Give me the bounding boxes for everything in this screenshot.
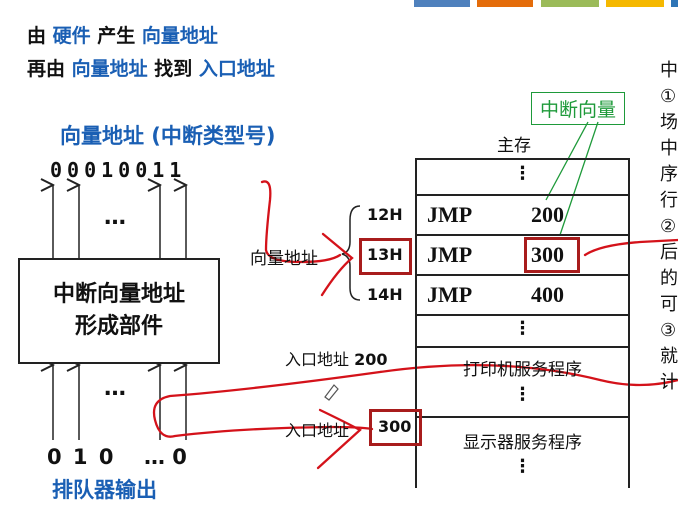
cutoff-char: ② <box>660 216 677 237</box>
memory-dots-2: ⋮ <box>513 318 532 339</box>
top-tab-2[interactable] <box>477 0 533 7</box>
entry-300-highlight <box>369 409 422 446</box>
cutoff-char: 中 <box>660 138 678 159</box>
vector-brace-label: 向量地址 <box>250 249 318 269</box>
cutoff-char: 可 <box>660 294 678 315</box>
heading-line-1: 由 硬件 产生 向量地址 <box>27 24 218 48</box>
row-14h-target: 400 <box>531 282 564 307</box>
row-13h-op: JMP <box>427 242 473 267</box>
vector-brace <box>341 205 361 301</box>
memory-dots-3: ⋮ <box>513 384 532 405</box>
row-12h-op: JMP <box>427 202 473 227</box>
top-tab-4[interactable] <box>606 0 664 7</box>
heading-line-2: 再由 向量地址 找到 入口地址 <box>27 57 275 81</box>
note-pointer-2 <box>559 121 599 236</box>
entry-300-value: 300 <box>378 417 412 436</box>
entry-300-label: 入口地址 <box>285 421 350 440</box>
memory-row-12h: JMP 200 <box>417 196 628 236</box>
cutoff-char: 序 <box>660 164 678 185</box>
vector-address-title: 向量地址 (中断类型号) <box>60 124 276 148</box>
memory-row-14h: JMP 400 <box>417 276 628 316</box>
memory-dots-1: ⋮ <box>513 163 532 184</box>
queue-bits-tail: … 0 <box>144 445 187 469</box>
cutoff-char: 就 <box>660 346 678 367</box>
heading-2-mid: 找到 <box>147 58 199 80</box>
row-14h-op: JMP <box>427 282 473 307</box>
row-13h-target-highlight <box>524 237 580 273</box>
heading-1-prefix: 由 <box>27 25 53 47</box>
display-service-label: 显示器服务程序 <box>463 433 582 453</box>
cutoff-char: ③ <box>660 320 677 341</box>
memory-display-service: 显示器服务程序 ⋮ <box>417 418 628 486</box>
top-tab-3[interactable] <box>541 0 599 7</box>
addr-14h: 14H <box>367 285 403 304</box>
bits-ellipsis: … <box>104 205 126 230</box>
memory-row-13h: JMP 300 <box>417 236 628 276</box>
memory-row-dots-top: ⋮ <box>417 160 628 196</box>
printer-service-label: 打印机服务程序 <box>463 360 582 380</box>
red-annotation-path <box>152 363 678 438</box>
entry-address-200: 入口地址 200 <box>285 346 388 370</box>
entry-200-value: 200 <box>354 350 388 369</box>
vector-address-bits: 00010011 <box>50 158 187 182</box>
memory-dots-4: ⋮ <box>513 456 532 477</box>
interrupt-vector-note: 中断向量 <box>531 92 626 125</box>
entry-address-300: 入口地址 <box>285 417 349 441</box>
row-13h-target: 300 <box>531 242 564 267</box>
pen-cursor-icon <box>324 384 339 401</box>
addr-12h: 12H <box>367 205 403 224</box>
top-tab-1[interactable] <box>414 0 470 7</box>
heading-1-hardware: 硬件 <box>52 25 91 47</box>
cutoff-char: 后 <box>660 242 678 263</box>
cutoff-char: 的 <box>660 268 678 289</box>
vector-former-box: 中断向量地址 形成部件 <box>18 258 220 364</box>
memory-title: 主存 <box>497 136 531 156</box>
heading-1-vector: 向量地址 <box>141 25 218 47</box>
vector-former-line-2: 形成部件 <box>74 314 163 339</box>
heading-2-vector: 向量地址 <box>71 58 148 80</box>
queue-ellipsis: … <box>104 376 126 401</box>
cutoff-char: ① <box>660 86 677 107</box>
red-annotation-300 <box>583 238 678 257</box>
cutoff-char: 场 <box>660 112 678 133</box>
top-tab-5[interactable] <box>671 0 678 7</box>
row-12h-target: 200 <box>531 202 564 227</box>
cutoff-char: 计 <box>660 372 678 393</box>
heading-2-prefix: 再由 <box>27 58 72 80</box>
entry-200-label: 入口地址 <box>285 350 350 369</box>
addr-13h-highlight <box>359 238 412 275</box>
heading-1-mid: 产生 <box>90 25 142 47</box>
cutoff-char: 行 <box>660 190 678 211</box>
main-memory: ⋮ JMP 200 JMP 300 JMP 400 ⋮ 打印机服务程序 ⋮ 显示… <box>415 158 630 488</box>
cutoff-char: 中 <box>660 60 678 81</box>
addr-13h: 13H <box>367 245 403 264</box>
note-pointer-1 <box>545 121 589 201</box>
memory-row-dots-mid: ⋮ <box>417 316 628 348</box>
queue-output-label: 排队器输出 <box>52 478 157 502</box>
queue-bits: 0 1 0 <box>47 445 116 469</box>
heading-2-entry: 入口地址 <box>198 58 275 80</box>
vector-former-line-1: 中断向量地址 <box>52 282 185 307</box>
memory-printer-service: 打印机服务程序 ⋮ <box>417 348 628 418</box>
red-annotation-arrowhead <box>316 408 362 470</box>
red-annotation-vector <box>260 180 354 297</box>
